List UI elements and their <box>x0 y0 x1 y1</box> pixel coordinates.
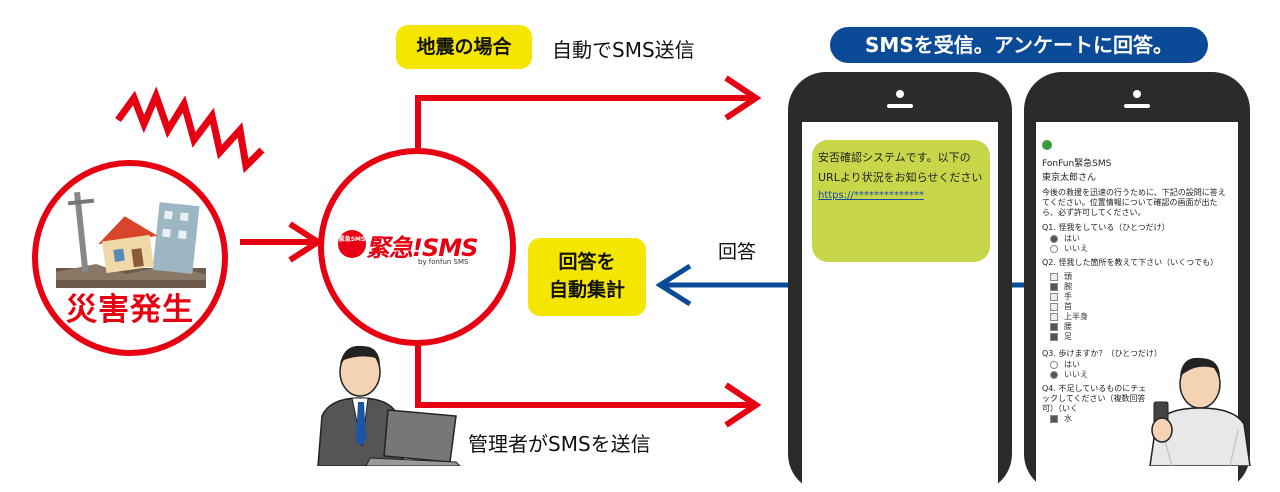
front-camera-icon-2 <box>1133 90 1141 98</box>
sms-logo-sub: by fonfun SMS <box>418 258 469 266</box>
q2-option-hand[interactable]: 手 <box>1050 292 1232 302</box>
survey-user-name: 東京太郎さん <box>1042 173 1097 183</box>
front-camera-icon <box>896 90 904 98</box>
sms-badge-icon: 緊急SMS <box>338 230 366 258</box>
sms-logo-main: 緊急!SMS <box>366 234 478 262</box>
q2-option-neck[interactable]: 首 <box>1050 302 1232 312</box>
sms-badge-text: 緊急SMS <box>338 236 366 243</box>
survey-q1: Q1. 怪我をしている（ひとつだけ） <box>1042 223 1170 232</box>
answer-label: 回答 <box>718 241 757 263</box>
q2-option-upper-body[interactable]: 上半身 <box>1050 312 1232 322</box>
sms-service-circle: 緊急SMS 緊急!SMS by fonfun SMS <box>318 148 516 346</box>
earthquake-tag: 地震の場合 <box>396 25 532 69</box>
receive-banner: SMSを受信。アンケートに回答。 <box>830 27 1208 63</box>
q2-option-arm[interactable]: 腕 <box>1050 282 1232 292</box>
speaker-icon-2 <box>1124 104 1150 108</box>
q2-option-head[interactable]: 頭 <box>1050 272 1232 282</box>
sms-bubble: 安否確認システムです。以下のURLより状況をお知らせください https://*… <box>812 140 990 262</box>
q4-option-water[interactable]: 水 <box>1050 414 1232 424</box>
speaker-icon <box>887 104 913 108</box>
q3-option-no[interactable]: いいえ <box>1050 370 1232 380</box>
disaster-label: 災害発生 <box>66 292 194 328</box>
sms-message-link[interactable]: https://************** <box>818 190 924 201</box>
phone-sms-screen: 安否確認システムです。以下のURLより状況をお知らせください https://*… <box>802 122 998 492</box>
survey-q4: Q4. 不足しているものにチェックしてください（複数回答可）（いく <box>1042 384 1147 413</box>
alarm-zigzag <box>115 86 265 174</box>
disaster-circle: 災害発生 <box>32 160 228 356</box>
phone-sms: 安否確認システムです。以下のURLより状況をお知らせください https://*… <box>788 72 1012 492</box>
q1-option-no[interactable]: いいえ <box>1050 244 1232 254</box>
admin-with-laptop-illustration <box>317 345 461 466</box>
person-with-smartphone-illustration <box>1149 357 1251 466</box>
q2-option-leg[interactable]: 足 <box>1050 332 1232 342</box>
q2-option-waist[interactable]: 腰 <box>1050 322 1232 332</box>
survey-q3: Q3. 歩けますか？（ひとつだけ） <box>1042 349 1162 358</box>
survey-q2: Q2. 怪我した箇所を教えて下さい（いくつでも） <box>1042 258 1219 267</box>
aggregate-line2: 自動集計 <box>548 279 625 301</box>
flow-arrows <box>115 75 1046 428</box>
auto-send-label: 自動でSMS送信 <box>552 38 695 62</box>
app-logo-icon <box>1042 140 1052 150</box>
admin-send-label: 管理者がSMSを送信 <box>468 432 651 456</box>
q3-option-yes[interactable]: はい <box>1050 360 1232 370</box>
aggregate-line1: 回答を <box>558 251 616 273</box>
arrow-sms-to-phone-bottom <box>415 338 752 408</box>
survey-app-name: FonFun緊急SMS <box>1042 159 1112 169</box>
arrow-sms-to-phone-top <box>415 95 752 148</box>
collapsed-house-illustration <box>56 191 206 288</box>
sms-message-text: 安否確認システムです。以下のURLより状況をお知らせください <box>818 151 983 184</box>
survey-intro: 今後の救援を迅速の行うために、下記の設問に答えてください。位置情報について確認の… <box>1042 188 1226 217</box>
auto-aggregate-box: 回答を 自動集計 <box>528 238 646 316</box>
q1-option-yes[interactable]: はい <box>1050 234 1232 244</box>
